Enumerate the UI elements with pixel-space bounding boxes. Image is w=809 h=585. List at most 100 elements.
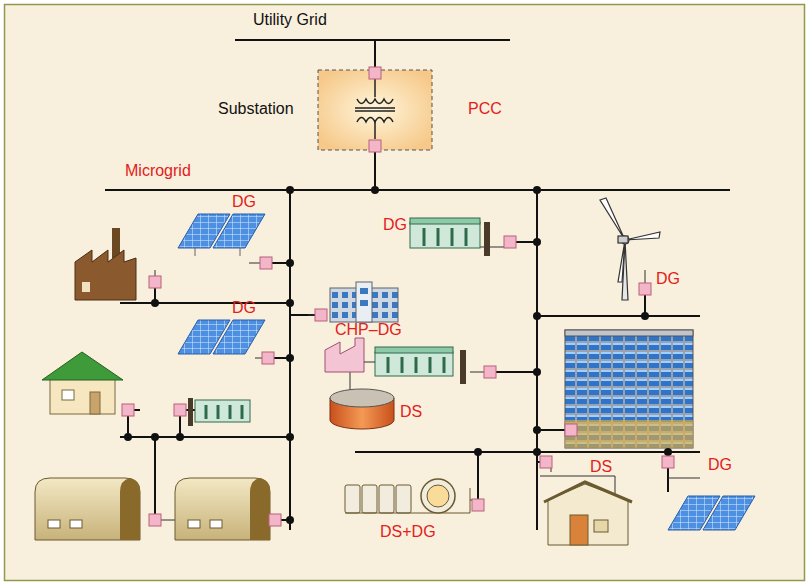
dg-label: DG [656,270,680,288]
bus-lines-part [235,39,510,41]
connection-box [149,276,161,288]
wind-turbine-part [625,232,660,240]
background-part [5,5,805,581]
bus-lines-part [355,451,700,453]
greenhouse-part [175,478,270,540]
large-building [565,330,693,448]
connection-boxes [122,67,674,526]
connection-box [122,404,134,416]
office-building [330,282,398,322]
greenhouse-part [35,478,140,540]
bus-joint [124,433,132,441]
transformer-symbol-part [374,79,376,97]
dg-label: DG [232,299,256,317]
ds-label: DS [400,403,422,421]
greenhouse-part [250,478,270,540]
bus-joint [286,433,294,441]
house-part [42,352,123,380]
generator-part [484,222,490,256]
connection-box [639,283,651,295]
greenhouse [35,478,140,540]
chp-plant-part [364,362,375,363]
generator-part [206,405,242,419]
transformer-symbol [355,79,395,139]
large-building-part [565,330,693,448]
greenhouse-part [48,520,60,528]
dg-label: DG [708,456,732,474]
substation-label: Substation [218,100,294,118]
connection-box [262,352,274,364]
greenhouse-part [210,520,222,528]
connection-box [149,514,161,526]
factory-part [82,282,90,292]
thin-wires-part [480,247,504,248]
bus-lines [105,40,730,530]
bus-joint [533,448,541,456]
connection-box [315,309,327,321]
bus-joint [533,312,541,320]
factory [75,228,136,300]
solar-array [178,320,265,354]
factory-part [75,250,136,300]
battery-bank-part [362,485,377,513]
bus-joint [533,186,541,194]
bus-joints [124,186,672,524]
thin-wires-part [249,263,260,264]
large-building-part [565,420,693,448]
house [42,352,123,414]
battery-bank-part [396,485,411,513]
bus-lines-part [477,452,479,499]
ds-dg-label: DS+DG [380,523,436,541]
thin-wires-part [668,478,700,479]
storage-tank-part [330,389,394,407]
storage-tank [330,389,394,429]
bus-joint [286,516,294,524]
connection-box [565,424,577,436]
storage-shed [544,482,632,545]
storage-shed-part [594,520,608,532]
bus-joint [286,299,294,307]
bus-joint [533,426,541,434]
ds-label: DS [590,458,612,476]
solar-array [178,214,265,256]
bus-joint [286,354,294,362]
wind-turbine [600,198,660,300]
battery-bank [345,479,470,513]
chp-plant [325,338,466,384]
battery-bank-part [421,479,455,513]
greenhouse-part [70,520,82,528]
pcc-label: PCC [468,100,502,118]
connection-box [504,236,516,248]
thin-wires-part [470,372,484,373]
battery-bank-part [427,485,449,507]
bus-lines-part [537,315,700,317]
thin-wires-part [350,370,351,392]
wind-turbine-part [600,198,625,240]
generator [188,398,250,426]
connection-box [369,67,381,79]
house-part [50,378,115,414]
microgrid-label: Microgrid [125,162,191,180]
solar-array-part [213,214,265,248]
thin-wires-part [308,315,315,316]
connection-box [540,456,552,468]
storage-shed-part [544,482,632,502]
bus-joint [533,368,541,376]
bus-joint [286,186,294,194]
bus-joint [286,259,294,267]
bus-lines-part [154,437,156,514]
dg-label: DG [383,216,407,234]
thin-wires-part [161,520,175,521]
generator-part [188,398,193,426]
transformer-symbol-part [357,99,393,104]
office-building-part [360,288,368,294]
chp-plant-part [460,350,466,384]
generator-part [424,228,466,246]
bus-lines-part [105,189,730,191]
connection-box [269,514,281,526]
wind-turbine-part [618,240,625,282]
connection-box [484,366,496,378]
